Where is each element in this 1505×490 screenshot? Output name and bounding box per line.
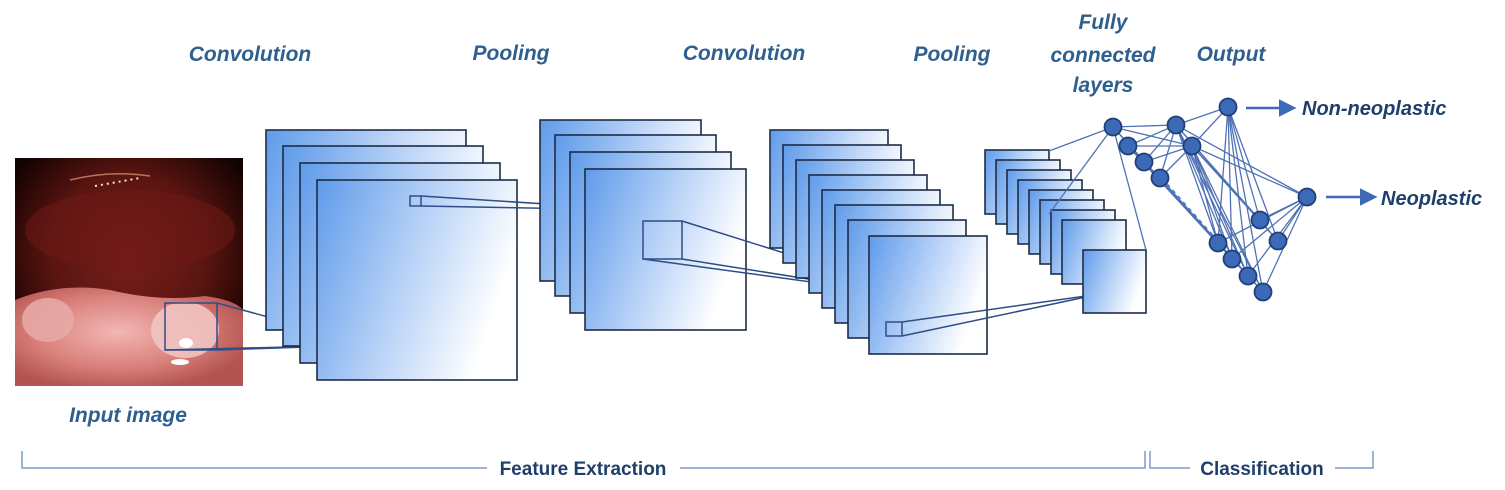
fc-connection xyxy=(1227,106,1279,242)
fc-node xyxy=(1250,210,1270,230)
pooling-1-feature-maps xyxy=(539,119,747,331)
non-neoplastic-label: Non-neoplastic xyxy=(1302,98,1446,120)
fc-connection xyxy=(1112,126,1193,147)
fc-connection xyxy=(1217,106,1229,244)
fc-connection xyxy=(1227,106,1264,293)
input-image-photo xyxy=(15,158,243,386)
pooling-1-label: Pooling xyxy=(473,42,550,65)
conv2-projection-bottom xyxy=(901,293,1101,337)
conv2-projection-top xyxy=(901,293,1101,323)
convolution-2-label: Convolution xyxy=(683,42,805,65)
fully-connected-nodes xyxy=(1103,97,1317,302)
fc-dashed-line xyxy=(1161,177,1221,244)
fully-connected-label-line3: layers xyxy=(1073,74,1134,97)
fc-connection xyxy=(1227,106,1233,260)
feature-map xyxy=(316,179,518,381)
output-label: Output xyxy=(1197,43,1267,66)
pool-to-fc-edge-line xyxy=(1048,126,1114,215)
feature-map xyxy=(584,168,747,331)
convolution-1-feature-maps xyxy=(265,129,518,381)
feature-map xyxy=(868,235,988,355)
convolution-2-feature-maps xyxy=(769,129,988,355)
output-node xyxy=(1218,97,1238,117)
pool-to-fc-mid-line xyxy=(1112,126,1147,251)
fc-connection xyxy=(1175,124,1308,198)
fc-connection xyxy=(1227,106,1261,221)
fc-node xyxy=(1222,249,1242,269)
classification-label: Classification xyxy=(1200,459,1324,480)
pooling-2-label: Pooling xyxy=(914,43,991,66)
fc-node xyxy=(1268,231,1288,251)
fully-connected-label-line1: Fully xyxy=(1078,11,1128,34)
fully-connected-label-line2: connected xyxy=(1050,44,1156,67)
fc-node xyxy=(1134,152,1154,172)
fc-node xyxy=(1208,233,1228,253)
fc-node xyxy=(1150,168,1170,188)
fc-node xyxy=(1118,136,1138,156)
fc-node xyxy=(1238,266,1258,286)
pooling-2-feature-maps xyxy=(984,149,1147,314)
classification-bracket xyxy=(1149,451,1374,469)
fc-connection xyxy=(1191,145,1219,244)
input-image-label: Input image xyxy=(69,404,187,427)
conv1-receptive-field xyxy=(409,195,422,207)
pool-to-fc-top-line xyxy=(1048,126,1114,152)
neoplastic-label: Neoplastic xyxy=(1381,188,1482,210)
feature-extraction-bracket xyxy=(21,451,1146,469)
fc-node xyxy=(1182,136,1202,156)
fc-node xyxy=(1166,115,1186,135)
fc-node xyxy=(1103,117,1123,137)
feature-map xyxy=(1082,249,1147,314)
fc-connection xyxy=(1227,106,1249,277)
feature-extraction-label: Feature Extraction xyxy=(500,459,667,480)
pool1-receptive-field xyxy=(642,220,683,260)
convolution-1-label: Convolution xyxy=(189,43,311,66)
conv2-receptive-field xyxy=(885,321,903,337)
fc-dashed-line xyxy=(1191,145,1261,221)
fc-connection xyxy=(1231,196,1308,260)
fc-connection xyxy=(1112,124,1177,128)
output-node xyxy=(1297,187,1317,207)
fc-connection xyxy=(1191,145,1308,198)
fc-node xyxy=(1253,282,1273,302)
